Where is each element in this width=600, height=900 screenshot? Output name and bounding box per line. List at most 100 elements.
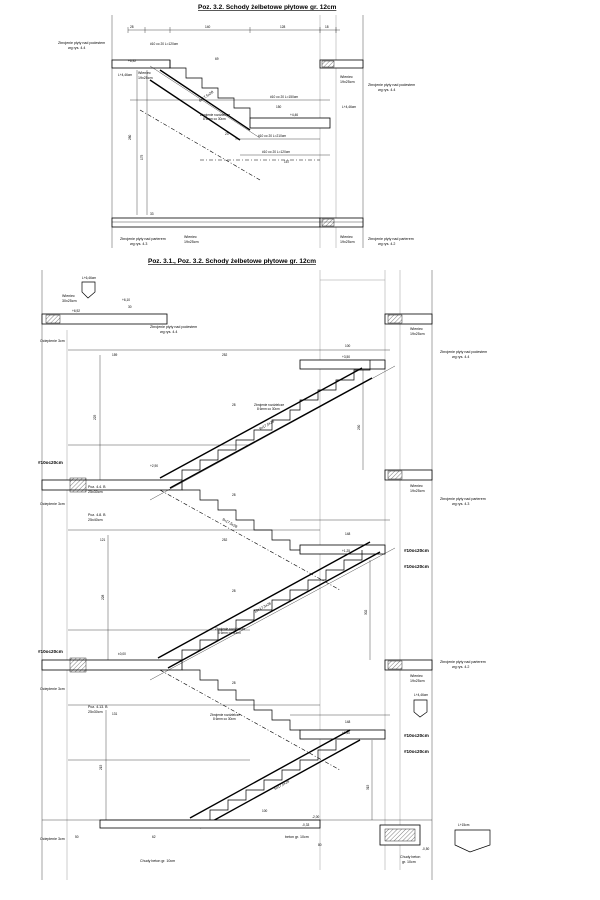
bottom-level-symbol-right: [413, 699, 428, 718]
bottom-dim-148a: 148: [345, 532, 351, 536]
bottom-ground-slab: [99, 819, 321, 829]
top-insulation-b: 8 6mm co 30cm: [203, 117, 226, 121]
bottom-ocieplenie-1: Ocieplenie 3cm: [40, 339, 65, 343]
bottom-wieniec-low: Wieniec: [410, 674, 423, 678]
bottom-dim-225: 225: [93, 414, 97, 420]
bottom-flight-5-steps: [209, 740, 337, 820]
bottom-dim-215: 215: [99, 764, 103, 770]
bottom-rebar-right-4: #10oc20cm: [404, 749, 429, 754]
bottom-insul-c2: 8 6mm co 30cm: [213, 717, 236, 721]
bottom-elev-050: -0,50: [422, 847, 429, 851]
bottom-wieniec-mid-right: [387, 470, 403, 480]
bottom-wieniec-top-label: Wieniec: [62, 294, 75, 298]
bottom-dim-252a: 252: [222, 353, 228, 357]
bottom-slab-low-right: [384, 659, 433, 671]
bottom-wieniec-top-right: [387, 314, 403, 324]
bottom-insul-c: Zbrojenie rozdzielcze: [210, 713, 240, 717]
bottom-insul-a2: 8 6mm co 30cm: [257, 407, 280, 411]
top-bottom-slab-right: [319, 217, 364, 228]
bottom-wieniec-right-top-dim: 19x25cm: [410, 332, 425, 336]
bottom-poz413-dim: 25x30cm: [88, 710, 103, 714]
bottom-wieniec-top-dim: 30x25cm: [62, 299, 77, 303]
bottom-rebar-left-2: #10oc20cm: [38, 649, 63, 654]
bottom-flight-2-steps: [182, 489, 300, 551]
top-rebar-1: #10 co 20 L=120cm: [150, 42, 178, 46]
bottom-wieniec-mid: Wieniec: [410, 484, 423, 488]
top-wieniec-b: Wieniec: [340, 75, 353, 79]
top-slab-note-bottom: Zbrojenie płyty nad parterem: [120, 237, 166, 241]
bottom-ocieplenie-2: Ocieplenie 3cm: [40, 502, 65, 506]
top-slab-note-bottom-right: Zbrojenie płyty nad parterem: [368, 237, 414, 241]
bottom-dim-159: 159: [112, 353, 118, 357]
bottom-poz44-dim: 25x30cm: [88, 490, 103, 494]
bottom-slab-note-right-top: Zbrojenie płyty nad podestem: [440, 350, 487, 354]
bottom-elev-200: -2,00: [312, 815, 319, 819]
bottom-elev-140: +1,40: [342, 731, 350, 735]
bottom-dim-62: 62: [152, 835, 156, 839]
top-stair-slab-bottom: [149, 79, 241, 141]
bottom-ocieplenie-3: Ocieplenie 3cm: [40, 687, 65, 691]
bottom-level-top: L+6,46cm: [82, 276, 96, 280]
bottom-elev-610: +6,10: [122, 298, 130, 302]
bottom-poz413-beam: [69, 657, 87, 673]
top-slab-note-right: Zbrojenie płyty nad podestem: [368, 83, 415, 87]
bottom-wieniec-mid-dim: 19x25cm: [410, 489, 425, 493]
bottom-slab-ref-low: wg rys. 4.2: [452, 665, 469, 669]
top-wieniec-a-dim: 19x25cm: [138, 76, 153, 80]
bottom-flight-5-slab-b: [189, 729, 351, 819]
bottom-insul-a: Zbrojenie rozdzielcze: [254, 403, 284, 407]
bottom-flight-2-dash: [159, 489, 341, 591]
bottom-insul-b2: 8 6mm co 30cm: [218, 631, 241, 635]
top-dim-140: 140: [205, 25, 211, 29]
bottom-slab-mid-right: [384, 469, 433, 481]
bottom-elev-125: +1,25: [342, 549, 350, 553]
top-wieniec-c-dim: 19x25cm: [184, 240, 199, 244]
bottom-slab-ref-right-top: wg rys. 4.4: [452, 355, 469, 359]
bottom-slab-top-left: [41, 313, 168, 325]
top-dim-69: 69: [215, 57, 219, 61]
bottom-flight-3-slab-a: [167, 551, 381, 669]
bottom-flight-2-label: 9x17,5x28: [222, 517, 238, 529]
bottom-flight-5-slab-a: [199, 739, 361, 829]
bottom-dim-30: 30: [128, 305, 132, 309]
bottom-dim-28a: 28: [232, 403, 236, 407]
top-dim-28: 28: [130, 25, 134, 29]
bottom-flight-1-slab-b: [159, 367, 363, 479]
top-elev-2: +4,46: [290, 113, 298, 117]
bottom-ocieplenie-4: Ocieplenie 3cm: [40, 837, 65, 841]
bottom-rebar-right-3: #10oc20cm: [404, 733, 429, 738]
top-dim-128: 128: [280, 25, 286, 29]
top-slab-ref-bottom: wg rys. 4.3: [130, 242, 147, 246]
top-dim-280: 280: [128, 134, 132, 140]
top-rebar-4: #10 co 20 L=120cm: [262, 150, 290, 154]
bottom-dim-28c: 28: [232, 589, 236, 593]
top-wieniec-lower: [321, 218, 335, 227]
top-dim-157: 157: [284, 160, 290, 164]
bottom-dim-50: 50: [75, 835, 79, 839]
top-rebar-line: [149, 65, 261, 139]
bottom-landing-2: [299, 544, 386, 555]
bottom-flight-3-rebar: [149, 547, 396, 681]
top-bottom-slab: [111, 217, 321, 228]
bottom-slab-top-right: [384, 313, 433, 325]
top-elev-1: +6,92: [128, 59, 136, 63]
bottom-slab-note-top: Zbrojenie płyty nad podestem: [150, 325, 197, 329]
bottom-poz48-dim: 25x40cm: [88, 518, 103, 522]
bottom-dim-252b: 252: [222, 538, 228, 542]
bottom-beton-2: Chudy beton: [400, 855, 420, 859]
bottom-slab-ref-mid: wg rys. 4.3: [452, 502, 469, 506]
top-slab-note-top: Zbrojenie płyty nad podestem: [58, 41, 105, 45]
bottom-dim-100b: 100: [262, 809, 268, 813]
bottom-dim-148b: 148: [345, 720, 351, 724]
bottom-elev-top: +6,92: [72, 309, 80, 313]
bottom-vdim-lines: [99, 355, 373, 820]
bottom-elev-290: +2,90: [150, 464, 158, 468]
top-wieniec-c: Wieniec: [184, 235, 197, 239]
top-wieniec-upper: [321, 60, 335, 68]
bottom-flight-3-slab-b: [157, 541, 371, 659]
top-section-view: Poz. 3.2. Schody żelbetowe płytowe gr. 1…: [58, 4, 415, 248]
top-level-left: L+4,46cm: [118, 73, 132, 77]
bottom-rebar-right-2: #10oc20cm: [404, 564, 429, 569]
top-rebar-3: #10 co 20 L=210cm: [258, 134, 286, 138]
